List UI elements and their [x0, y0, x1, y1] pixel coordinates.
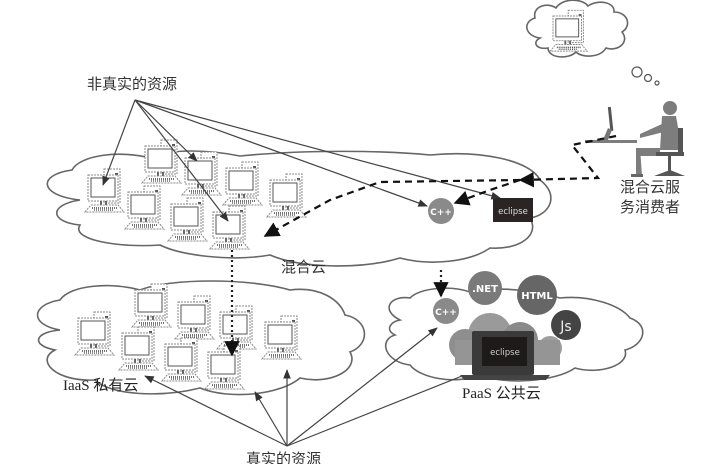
eclipse-badge-hybrid: eclipse: [493, 198, 533, 222]
desktop-computer-icon: [209, 205, 250, 250]
desktop-computer-icon: [161, 337, 202, 382]
eclipse-label: eclipse: [490, 348, 520, 358]
desktop-computer-icon: [84, 168, 125, 213]
dotnet-badge: .NET: [468, 271, 502, 305]
hybrid-cloud-label: 混合云: [281, 258, 326, 276]
user-at-desk-icon: [585, 101, 685, 177]
js-badge: Js: [551, 310, 581, 340]
private-cloud-label: IaaS 私有云: [63, 377, 138, 394]
desktop-computer-icon: [174, 295, 215, 340]
desktop-computer-icon: [204, 345, 245, 390]
desktop-computer-icon: [74, 311, 115, 356]
consumer-request-flows: [224, 134, 617, 357]
desktop-computer-icon: [141, 139, 182, 184]
thought-dot-icon: [631, 66, 643, 78]
desktop-computer-icon: [216, 305, 257, 350]
desktop-computer-icon: [266, 173, 307, 218]
desktop-computer-icon: [118, 326, 159, 371]
cpp-label: C++: [435, 308, 457, 318]
dotnet-label: .NET: [472, 284, 498, 295]
desktop-computer-icon: [131, 283, 172, 328]
public-cloud-label: PaaS 公共云: [462, 385, 541, 402]
desktop-computer-icon: [181, 151, 222, 196]
html-badge: HTML: [517, 275, 557, 315]
cpp-badge-hybrid: C++: [428, 198, 454, 224]
eclipse-label: eclipse: [498, 207, 528, 217]
virtual-resource-arrows: [102, 99, 501, 222]
consumer-label-line1: 混合云服: [620, 178, 680, 196]
consumer-label-line2: 务消费者: [620, 198, 680, 216]
laptop-icon: eclipse: [460, 331, 550, 380]
desktop-computer-icon: [261, 315, 302, 360]
desktop-computer-icon: [549, 9, 588, 52]
html-label: HTML: [521, 291, 553, 302]
cpp-label: C++: [430, 208, 452, 218]
virtual-resources-label: 非真实的资源: [87, 75, 177, 93]
desktop-computer-icon: [167, 197, 208, 242]
desktop-computer-icon: [124, 185, 165, 230]
js-label: Js: [559, 319, 571, 335]
thought-bubble: [526, 0, 660, 86]
desktop-computer-icon: [222, 161, 263, 206]
cpp-badge-public: C++: [433, 298, 459, 324]
thought-dot-icon: [643, 73, 653, 83]
thought-dot-icon: [654, 80, 660, 86]
real-resources-label: 真实的资源: [246, 450, 321, 464]
real-resource-arrows: [144, 327, 463, 447]
